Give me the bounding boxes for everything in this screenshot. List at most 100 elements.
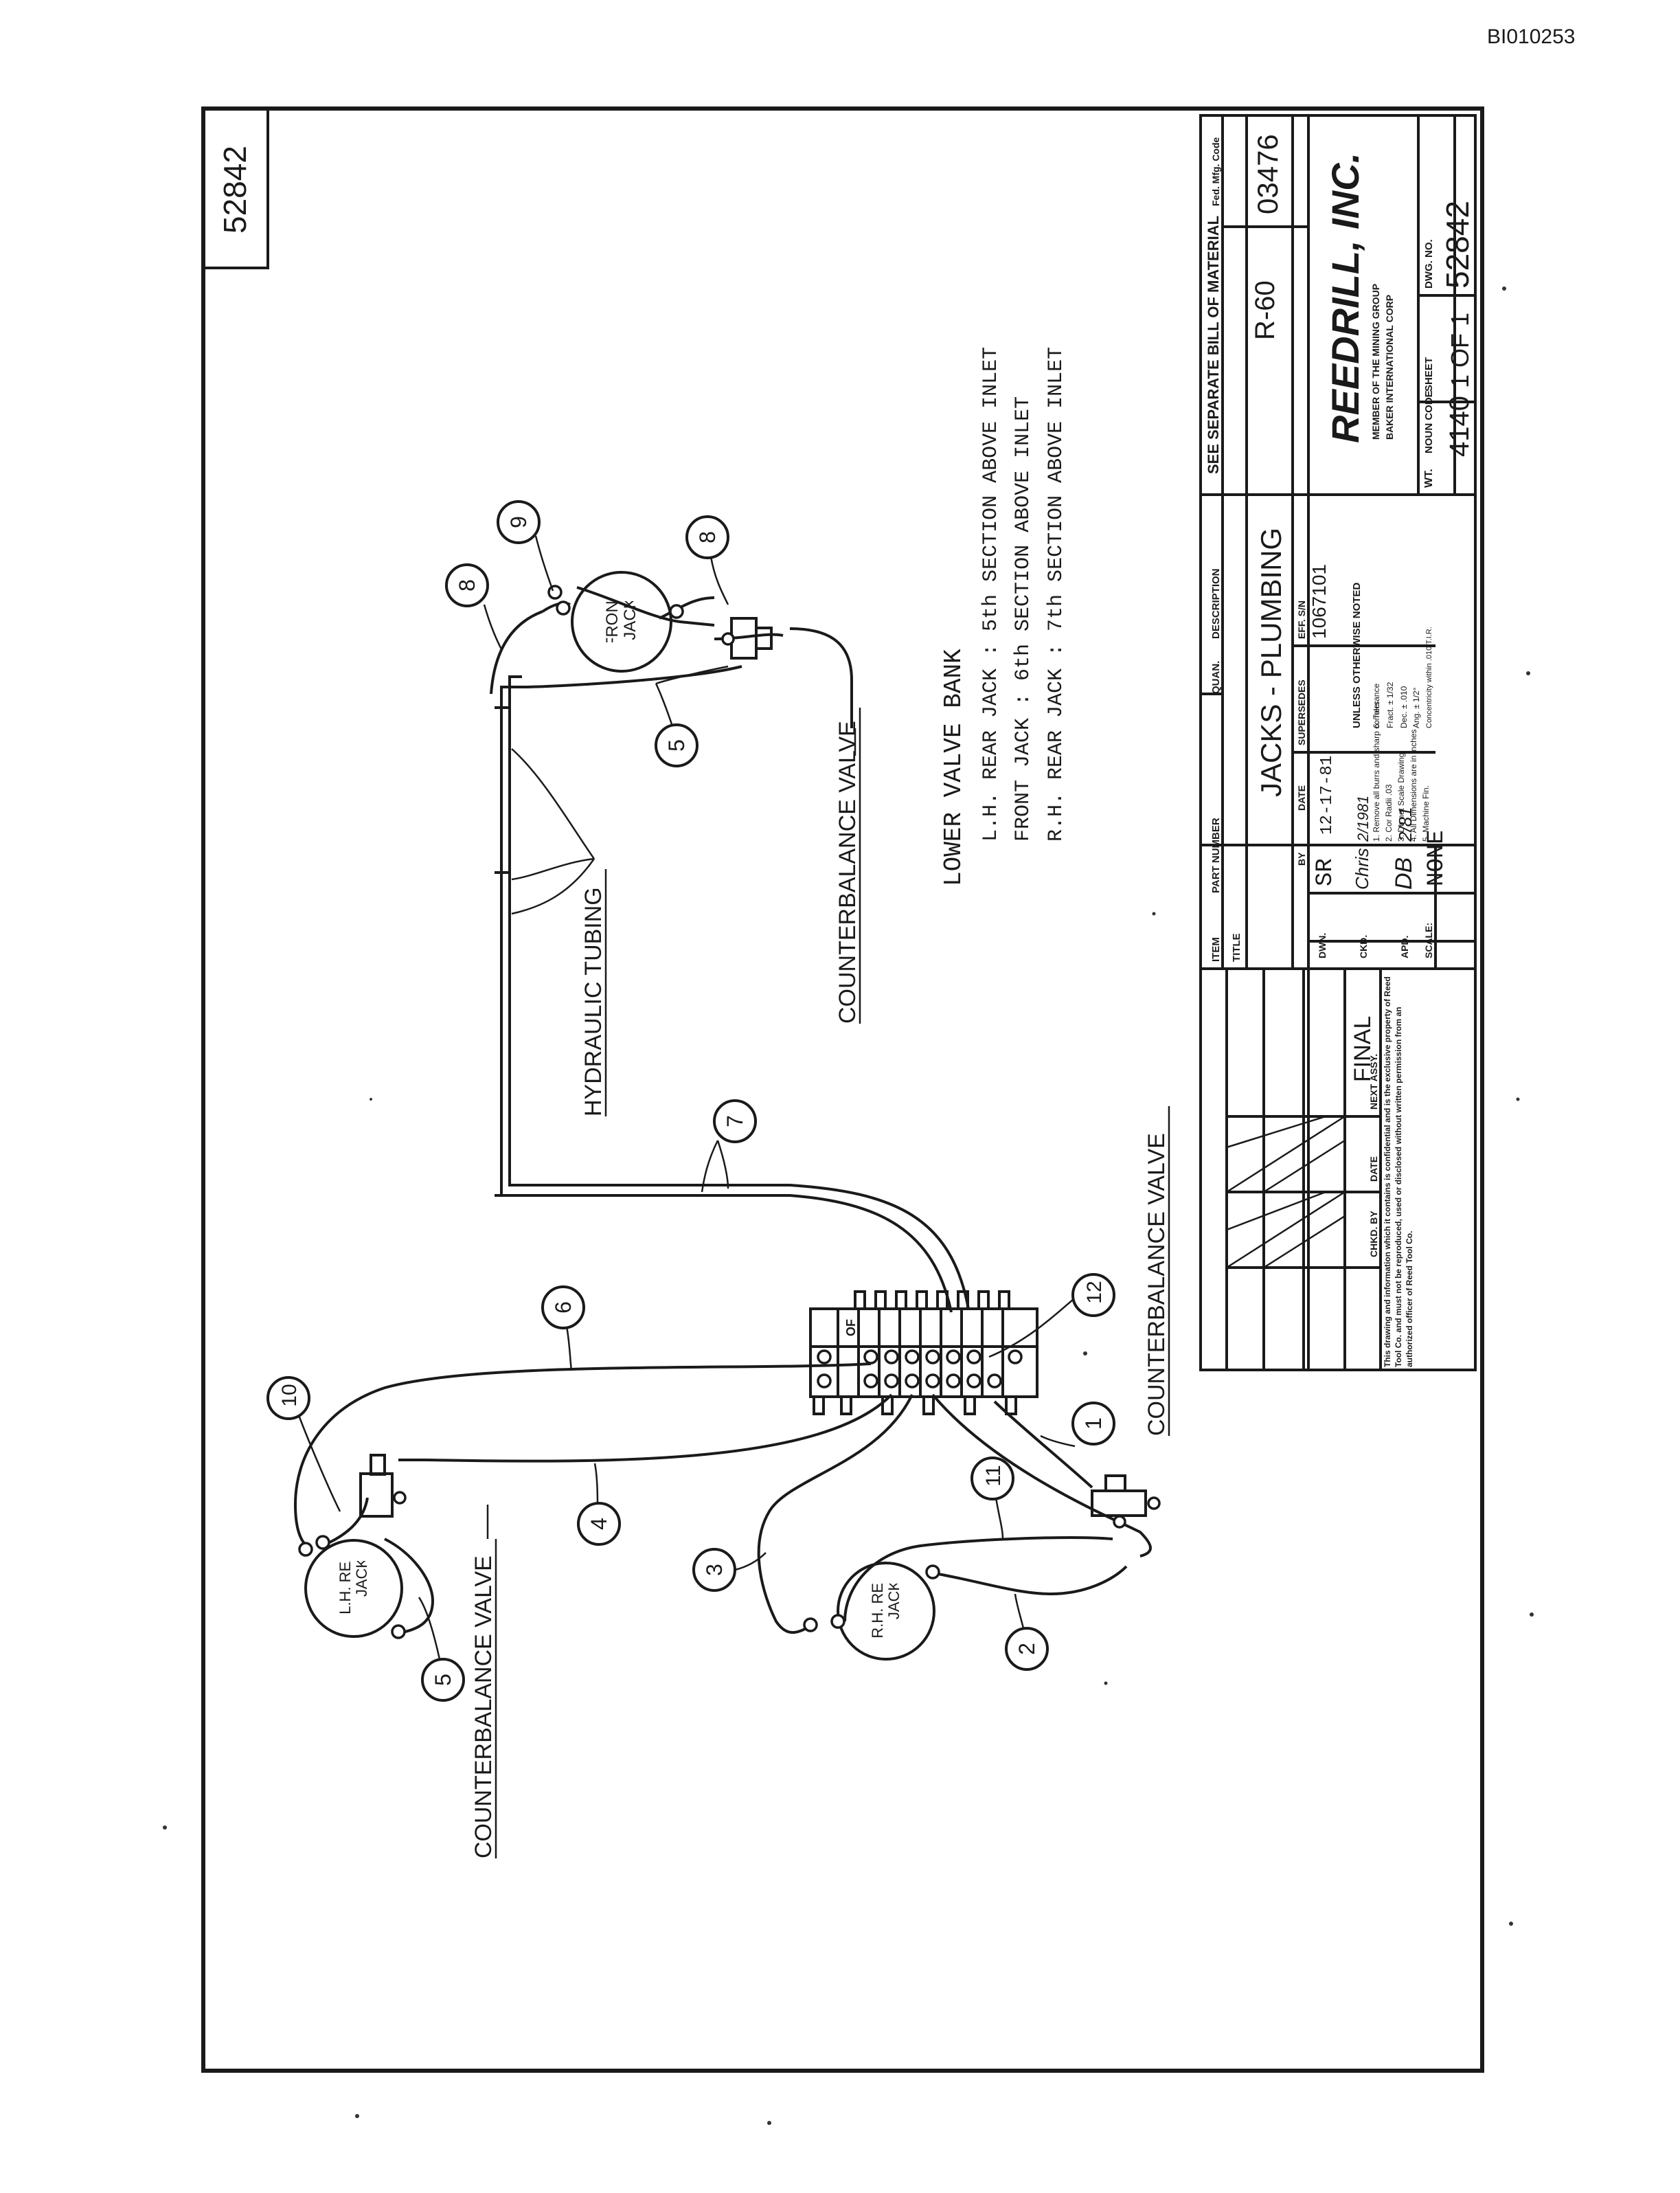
svg-text:8: 8	[455, 579, 479, 592]
svg-text:10: 10	[278, 1384, 301, 1406]
revision-status: FINAL	[1350, 1016, 1376, 1082]
valve-bank-line-1: L.H. REAR JACK : 5th SECTION ABOVE INLET	[979, 347, 1003, 842]
fed-mfg-code-label: Fed. Mfg. Code	[1210, 137, 1221, 206]
note-5: 5. Machine Fin.	[1421, 785, 1431, 842]
drawing-title: JACKS - PLUMBING	[1255, 528, 1287, 797]
svg-text:4: 4	[587, 1518, 611, 1530]
bom-note: SEE SEPARATE BILL OF MATERIAL	[1205, 216, 1222, 474]
chkd-by-label: CHKD. BY	[1368, 1211, 1379, 1257]
apd-by: DB	[1391, 857, 1417, 890]
company-name: REEDRILL, INC.	[1324, 153, 1367, 443]
svg-text:7: 7	[723, 1115, 747, 1127]
rh-rear-jack: R.H. REAR JACK	[803, 1562, 940, 1661]
company-sub-1: MEMBER OF THE MINING GROUP	[1370, 284, 1381, 440]
counterbalance-valve-label-mid: COUNTERBALANCE VALVE	[1144, 1133, 1170, 1436]
valve-bank-of-label: OF	[844, 1319, 858, 1336]
item-bubble-3: 3	[692, 1548, 767, 1592]
wt-label: WT.	[1423, 469, 1435, 488]
item-bubble-12: 12	[1071, 1273, 1115, 1317]
item-bubble-1: 1	[1040, 1402, 1115, 1448]
next-assy-label: NEXT ASSY.	[1368, 1054, 1379, 1110]
eff-sn: 1067101	[1308, 564, 1330, 639]
col-description: DESCRIPTION	[1210, 568, 1222, 639]
title-block: SEE SEPARATE BILL OF MATERIAL Fed. Mfg. …	[1199, 114, 1477, 1371]
svg-text:12: 12	[1083, 1281, 1106, 1303]
company-logo: REEDRILL, INC. MEMBER OF THE MINING GROU…	[1324, 153, 1395, 443]
tolerance-conc: Concentricity within .010 T.I.R.	[1425, 627, 1433, 728]
item-bubble-8-right: 8	[685, 515, 729, 605]
scale-label: SCALE:	[1423, 923, 1434, 958]
ckd-label: CKD.	[1358, 935, 1369, 958]
ckd-date: 2/1981	[1354, 796, 1372, 842]
valve-bank-line-2: FRONT JACK : 6th SECTION ABOVE INLET	[1012, 396, 1035, 842]
dwn-date: 12-17-81	[1318, 756, 1337, 835]
front-jack-label: FRONT JACK	[603, 601, 639, 642]
eff-sn-label: EFF. S/N	[1296, 600, 1307, 639]
svg-text:1: 1	[1081, 1417, 1106, 1430]
svg-text:3: 3	[702, 1564, 727, 1576]
noun-code: 4140	[1444, 396, 1475, 457]
unless-noted: UNLESS OTHERWISE NOTED	[1351, 583, 1363, 728]
apd-date: 2/81	[1395, 807, 1416, 842]
left-side-lines	[293, 1294, 1152, 1634]
item-bubble-9: 9	[497, 500, 554, 592]
ckd-by: Chris	[1352, 848, 1372, 890]
svg-text:5: 5	[431, 1674, 455, 1686]
noun-code-label: NOUN CODE	[1423, 390, 1435, 453]
lh-counterbalance-valve	[359, 1454, 489, 1539]
hydraulic-tubing-label: HYDRAULIC TUBING	[580, 887, 606, 1116]
sheet-label: SHEET	[1423, 357, 1435, 392]
dwg-no-label: DWG. NO.	[1423, 239, 1435, 289]
tolerance-fract: Fract. ± 1/32	[1385, 682, 1395, 728]
confidential-notice: This drawing and information which it co…	[1383, 976, 1414, 1367]
col-part-number: PART NUMBER	[1210, 818, 1222, 893]
svg-text:9: 9	[506, 516, 531, 528]
drawing-border	[201, 106, 1484, 2073]
item-bubble-4: 4	[577, 1463, 621, 1546]
item-bubble-7: 7	[701, 1099, 757, 1193]
front-jack: FRONT JACK	[547, 571, 684, 673]
valve-bank-note: LOWER VALVE BANK L.H. REAR JACK : 5th SE…	[940, 347, 1068, 886]
svg-text:11: 11	[982, 1465, 1005, 1486]
by-label: BY	[1296, 852, 1307, 866]
apd-label: APD.	[1399, 936, 1410, 958]
hydraulic-lines	[490, 586, 970, 1313]
svg-text:2: 2	[1014, 1643, 1039, 1655]
rh-counterbalance-valve	[1091, 1474, 1161, 1529]
col-quan: QUAN.	[1210, 661, 1222, 694]
scale: NONE	[1424, 830, 1450, 886]
dwg-no: 52842	[1440, 201, 1475, 289]
valve-bank: OF	[809, 1290, 1038, 1415]
note-4: 4. All Dimensions are in inches	[1409, 730, 1418, 842]
col-item: ITEM	[1210, 937, 1222, 962]
tolerance-label: 6. Tolerance	[1372, 684, 1381, 728]
item-bubble-10: 10	[266, 1376, 341, 1512]
model: R-60	[1250, 280, 1280, 340]
item-bubble-5-top: 5	[655, 683, 699, 767]
lh-rear-jack: L.H. REAR JACK	[298, 1535, 406, 1639]
note-2: 2. Cor Radii .03	[1384, 784, 1394, 842]
item-bubble-11: 11	[970, 1457, 1014, 1540]
revision-block: FINAL NEXT ASSY. DATE CHKD. BY This draw…	[1225, 967, 1477, 1371]
title-label: TITLE	[1231, 933, 1242, 962]
corner-dwg-number: 52842	[217, 146, 253, 234]
note-3: 3. Do not Scale Drawing	[1396, 753, 1406, 842]
lh-rear-jack-label: L.H. REAR JACK	[337, 1561, 370, 1615]
valve-bank-line-3: R.H. REAR JACK : 7th SECTION ABOVE INLET	[1045, 347, 1068, 842]
dwn-label: DWN.	[1317, 933, 1328, 958]
front-counterbalance-valve	[721, 617, 856, 756]
fed-mfg-code: 03476	[1251, 134, 1284, 214]
svg-text:6: 6	[551, 1301, 576, 1314]
item-bubble-5-bottom: 5	[418, 1597, 465, 1702]
date-label: DATE	[1296, 785, 1307, 811]
item-bubble-8-top: 8	[445, 563, 503, 650]
tolerance-ang: Ang. ± 1/2°	[1411, 687, 1421, 728]
supersedes-label: SUPERSEDES	[1296, 679, 1307, 745]
doc-number: BI010253	[1487, 25, 1575, 48]
counterbalance-valve-label-left: COUNTERBALANCE VALVE	[470, 1555, 497, 1858]
valve-bank-title: LOWER VALVE BANK	[940, 649, 968, 886]
sheet: 1 OF 1	[1446, 313, 1474, 388]
rh-rear-jack-label: R.H. REAR JACK	[869, 1584, 903, 1639]
rev-date-label: DATE	[1368, 1156, 1379, 1182]
